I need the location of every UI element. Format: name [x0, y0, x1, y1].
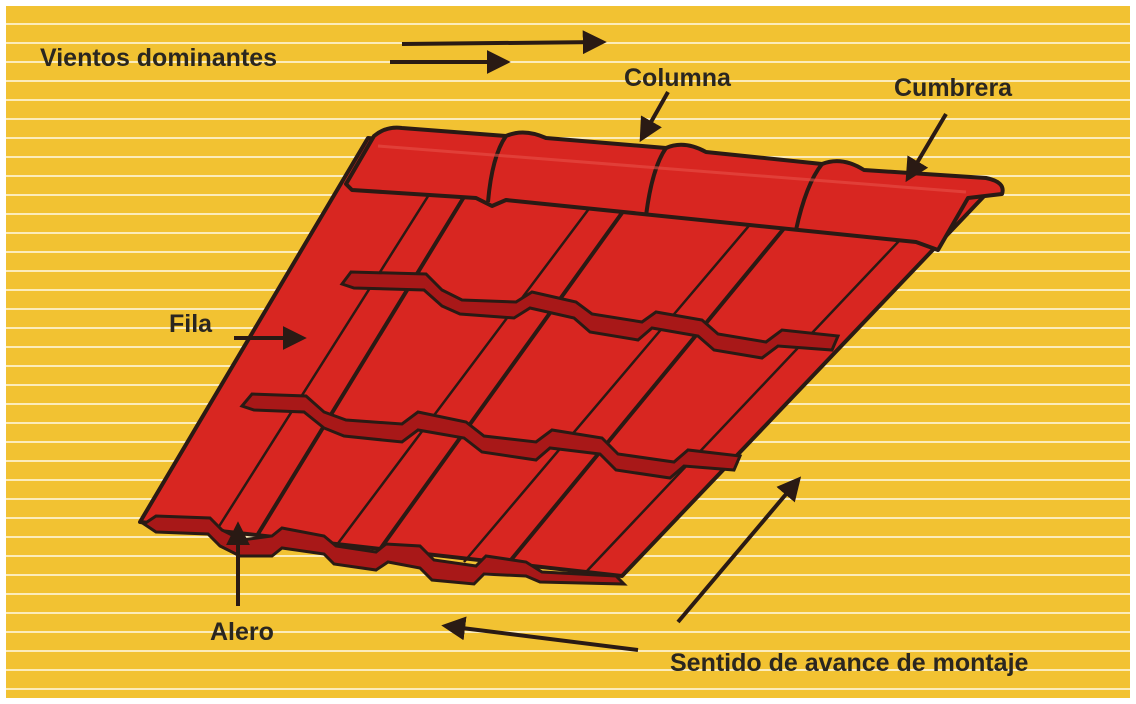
ridge-label: Cumbrera: [894, 74, 1013, 102]
ridge-cap-overlap: [486, 134, 508, 203]
eave-label: Alero: [210, 618, 274, 646]
column-label: Columna: [624, 64, 731, 92]
ridge-cap: [344, 125, 1005, 252]
prevailing-winds-label: Vientos dominantes: [40, 44, 278, 72]
tile-row: [339, 270, 841, 360]
roof-tiles: [138, 125, 1005, 586]
assembly-direction-label: Sentido de avance de montaje: [670, 649, 1029, 677]
ridge-cap-overlap: [644, 146, 668, 217]
column-grooves: [256, 154, 816, 568]
cumbrera-pointer-arrow-icon: [905, 112, 948, 183]
column-grooves-secondary: [216, 151, 935, 573]
column-groove: [585, 203, 935, 573]
ridge-cap-overlap: [794, 162, 824, 231]
ridge-cap-body: [344, 125, 1005, 252]
ridge-cap-highlight: [377, 144, 967, 194]
assembly-direction-arrow-icon: [441, 616, 639, 652]
wind-arrow-icon: [401, 30, 607, 55]
diagram-panel: Vientos dominantes Columna Cumbrera Fila…: [6, 6, 1130, 698]
tile-row: [141, 514, 628, 586]
arrows: [226, 30, 948, 652]
column-groove: [216, 151, 458, 529]
column-groove: [463, 187, 782, 563]
row-label: Fila: [169, 310, 213, 338]
tile-rows: [141, 270, 841, 586]
column-groove: [376, 172, 652, 554]
tile-row: [239, 392, 743, 480]
column-groove: [335, 169, 619, 547]
column-groove: [504, 190, 816, 568]
column-groove: [256, 154, 491, 536]
assembly-direction-arrow-icon: [676, 476, 802, 624]
columna-pointer-arrow-icon: [639, 91, 670, 143]
roof-diagram: [138, 30, 1005, 652]
